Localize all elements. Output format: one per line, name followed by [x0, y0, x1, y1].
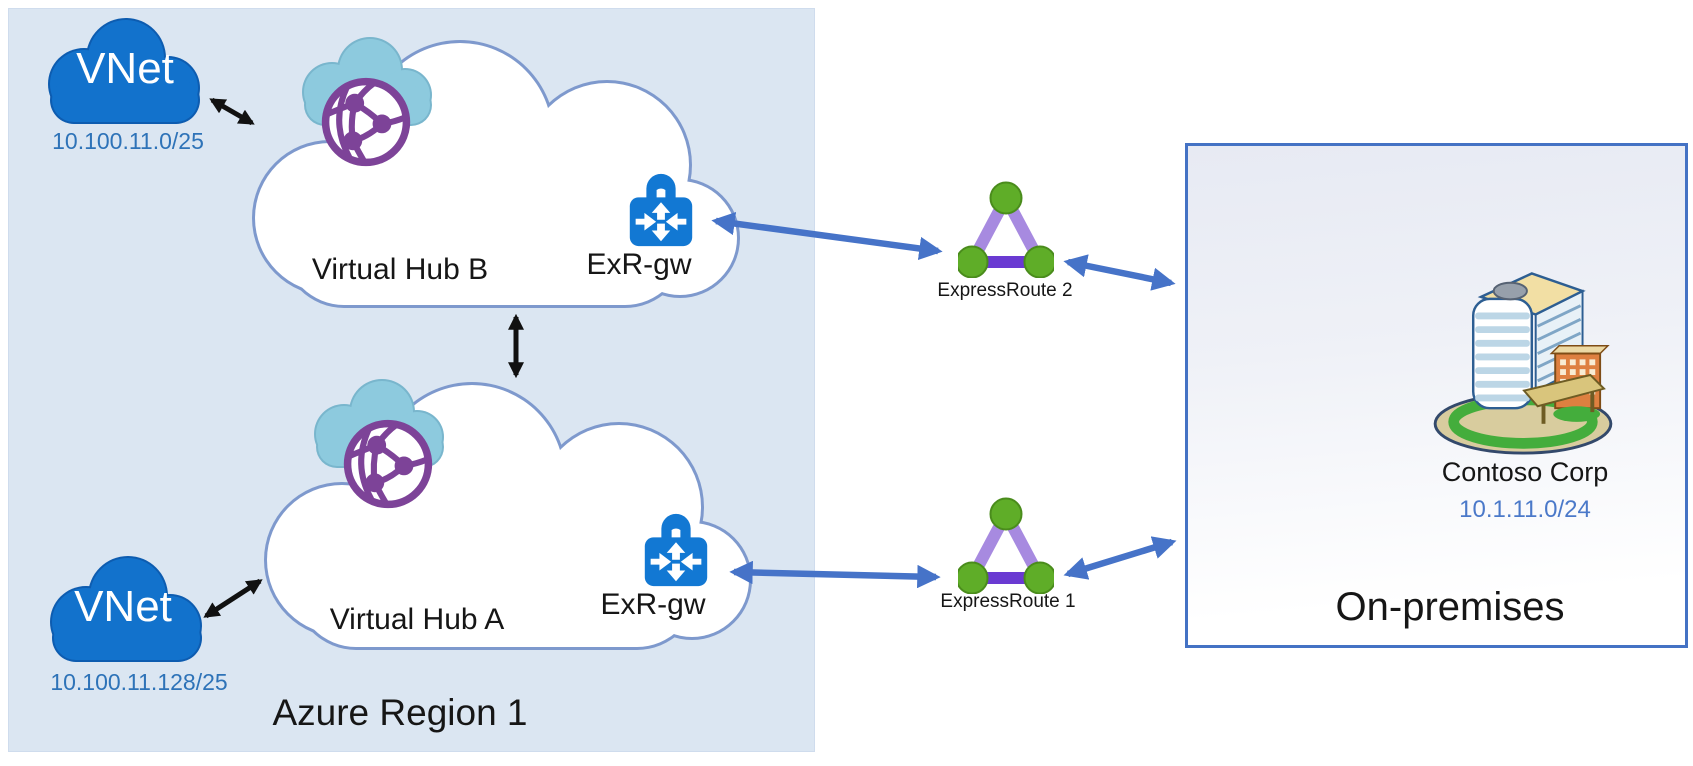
expressroute-gateway-icon	[644, 513, 708, 587]
vnet-a-cidr: 10.100.11.128/25	[50, 669, 228, 695]
vnet-b-cidr: 10.100.11.0/25	[52, 128, 204, 154]
expressroute-gateway-icon	[629, 173, 693, 247]
on-premises-label: On-premises	[1335, 585, 1565, 629]
vnet-a-label: VNet	[74, 582, 172, 631]
expressroute1-to-onprem-arrow	[1063, 536, 1177, 580]
expressroute-circuit-icon	[958, 181, 1054, 278]
virtual-hub-a-label: Virtual Hub A	[329, 603, 505, 636]
on-premises-box	[1185, 143, 1688, 648]
globe-network-icon	[321, 77, 411, 167]
hub-cloud-fill	[267, 385, 749, 647]
azure-region-label: Azure Region 1	[272, 692, 528, 733]
expressroute-2-label: ExpressRoute 2	[937, 280, 1073, 301]
vnet-cloud-icon	[48, 18, 200, 124]
on-premises-cidr: 10.1.11.0/24	[1459, 496, 1591, 523]
expressroute-1-label: ExpressRoute 1	[940, 591, 1076, 612]
vnet-b-label: VNet	[76, 44, 174, 93]
expressroute-circuit-icon	[958, 497, 1054, 594]
gateway-b-label: ExR-gw	[586, 248, 692, 281]
company-name-label: Contoso Corp	[1441, 457, 1609, 487]
gateway-a-label: ExR-gw	[600, 588, 706, 621]
office-building-icon	[1433, 272, 1613, 455]
virtual-hub-b-label: Virtual Hub B	[311, 253, 489, 286]
globe-network-icon	[343, 419, 433, 509]
vnet-cloud-icon	[50, 556, 202, 662]
